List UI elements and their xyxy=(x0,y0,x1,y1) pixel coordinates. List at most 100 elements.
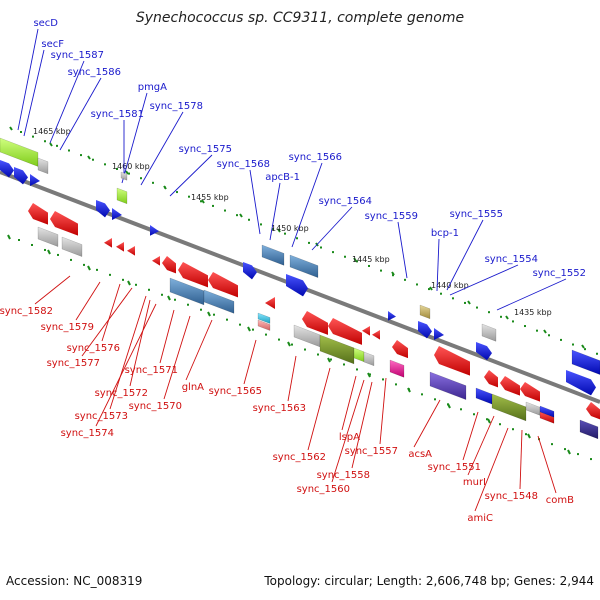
gene-feature xyxy=(363,351,375,367)
reverse-gene-label: acsA xyxy=(408,449,432,460)
scale-tick xyxy=(429,286,433,291)
gene-feature-apcB-1 xyxy=(261,244,285,266)
scale-ticks xyxy=(7,126,598,461)
gene-feature-murI xyxy=(491,393,527,422)
label-connector xyxy=(341,375,357,431)
scale-dot xyxy=(512,428,514,431)
label-connector xyxy=(49,60,85,144)
reverse-gene-label: sync_1560 xyxy=(297,484,350,495)
reverse-gene-label: sync_1557 xyxy=(345,446,398,457)
scale-dot xyxy=(512,320,514,323)
scale-dot xyxy=(564,448,566,451)
scale-tick xyxy=(9,126,13,131)
gene-arrow xyxy=(302,311,328,335)
scale-dot xyxy=(488,311,490,314)
scale-dot xyxy=(404,278,406,281)
scale-dot xyxy=(369,373,371,376)
scale-dot xyxy=(109,273,111,276)
gene-arrow xyxy=(434,328,444,340)
gene-feature xyxy=(525,401,541,416)
reverse-gene-label: amiC xyxy=(467,513,493,524)
scale-dot xyxy=(596,352,598,355)
scale-dot xyxy=(304,348,306,351)
reverse-gene-label: sync_1571 xyxy=(125,365,178,376)
scale-dot xyxy=(135,283,137,286)
scale-dot xyxy=(96,268,98,271)
reverse-gene-label: glnA xyxy=(182,382,204,393)
reverse-gene-label: sync_1574 xyxy=(61,428,114,439)
gene-arrow xyxy=(566,370,596,396)
gene-feature xyxy=(120,171,128,181)
scale-dot xyxy=(252,328,254,331)
reverse-gene-label: sync_1570 xyxy=(129,401,182,412)
gene-feature xyxy=(289,254,319,279)
gene-arrow xyxy=(127,246,135,256)
scale-dot xyxy=(440,292,442,295)
scale-dot xyxy=(161,293,163,296)
connector-lines xyxy=(17,28,567,512)
scale-dot xyxy=(343,363,345,366)
scale-dot xyxy=(296,237,298,240)
gene-arrow xyxy=(96,200,110,218)
scale-dot xyxy=(188,195,190,198)
reverse-gene-label: sync_1562 xyxy=(273,452,326,463)
scale-tick xyxy=(47,249,51,255)
scale-dot xyxy=(212,204,214,207)
gene-feature-pmgA xyxy=(116,187,128,205)
gene-feature xyxy=(539,411,555,424)
reverse-gene-label: sync_1579 xyxy=(41,322,94,333)
label-connector xyxy=(496,278,567,311)
scale-dot xyxy=(344,255,346,258)
gene-arrow xyxy=(418,321,432,339)
label-connector xyxy=(75,281,101,321)
scale-dot xyxy=(148,288,150,291)
gene-arrow xyxy=(500,376,520,396)
forward-gene-label: sync_1578 xyxy=(150,101,203,112)
gene-feature xyxy=(419,304,431,320)
scale-dot xyxy=(248,218,250,221)
scale-dot xyxy=(368,264,370,267)
scale-dot xyxy=(44,140,46,143)
scale-label: 1440 kbp xyxy=(431,281,469,290)
scale-dot xyxy=(500,315,502,318)
scale-tick xyxy=(201,199,205,204)
map-title: Synechococcus sp. CC9311, complete genom… xyxy=(136,10,464,26)
gene-feature xyxy=(61,236,83,257)
gene-arrow xyxy=(150,225,159,236)
label-connector xyxy=(269,182,281,241)
reverse-gene-label: sync_1577 xyxy=(47,358,100,369)
gene-arrow xyxy=(392,340,408,359)
scale-dot xyxy=(83,263,85,266)
scale-dot xyxy=(590,458,592,461)
gene-arrow xyxy=(178,262,208,288)
scale-dot xyxy=(32,135,34,138)
label-connector xyxy=(159,309,175,364)
scale-tick xyxy=(327,357,331,363)
scale-tick xyxy=(87,265,91,271)
gene-arrow xyxy=(476,342,492,361)
label-connector xyxy=(462,411,479,461)
forward-gene-label: sync_1586 xyxy=(68,67,121,78)
gene-arrow xyxy=(14,167,28,185)
label-connector xyxy=(95,303,157,427)
gene-arrow xyxy=(520,382,540,402)
scale-dot xyxy=(551,443,553,446)
scale-tick xyxy=(353,257,357,262)
scale-label: 1460 kbp xyxy=(112,162,150,171)
scale-dot xyxy=(18,239,20,241)
scale-dot xyxy=(70,258,72,261)
label-connector xyxy=(129,299,151,387)
label-connector xyxy=(287,355,297,402)
forward-gene-label: secF xyxy=(41,39,64,50)
scale-dot xyxy=(122,278,124,281)
gene-features xyxy=(0,137,600,440)
forward-gene-label: sync_1575 xyxy=(179,144,232,155)
scale-dot xyxy=(128,172,130,175)
gene-arrow xyxy=(265,297,275,309)
topology-summary: Topology: circular; Length: 2,606,748 bp… xyxy=(264,574,594,588)
scale-tick xyxy=(567,449,571,455)
scale-tick xyxy=(527,433,531,439)
reverse-gene-label: sync_1563 xyxy=(253,403,306,414)
label-connector xyxy=(307,367,331,451)
scale-dot xyxy=(265,333,267,336)
